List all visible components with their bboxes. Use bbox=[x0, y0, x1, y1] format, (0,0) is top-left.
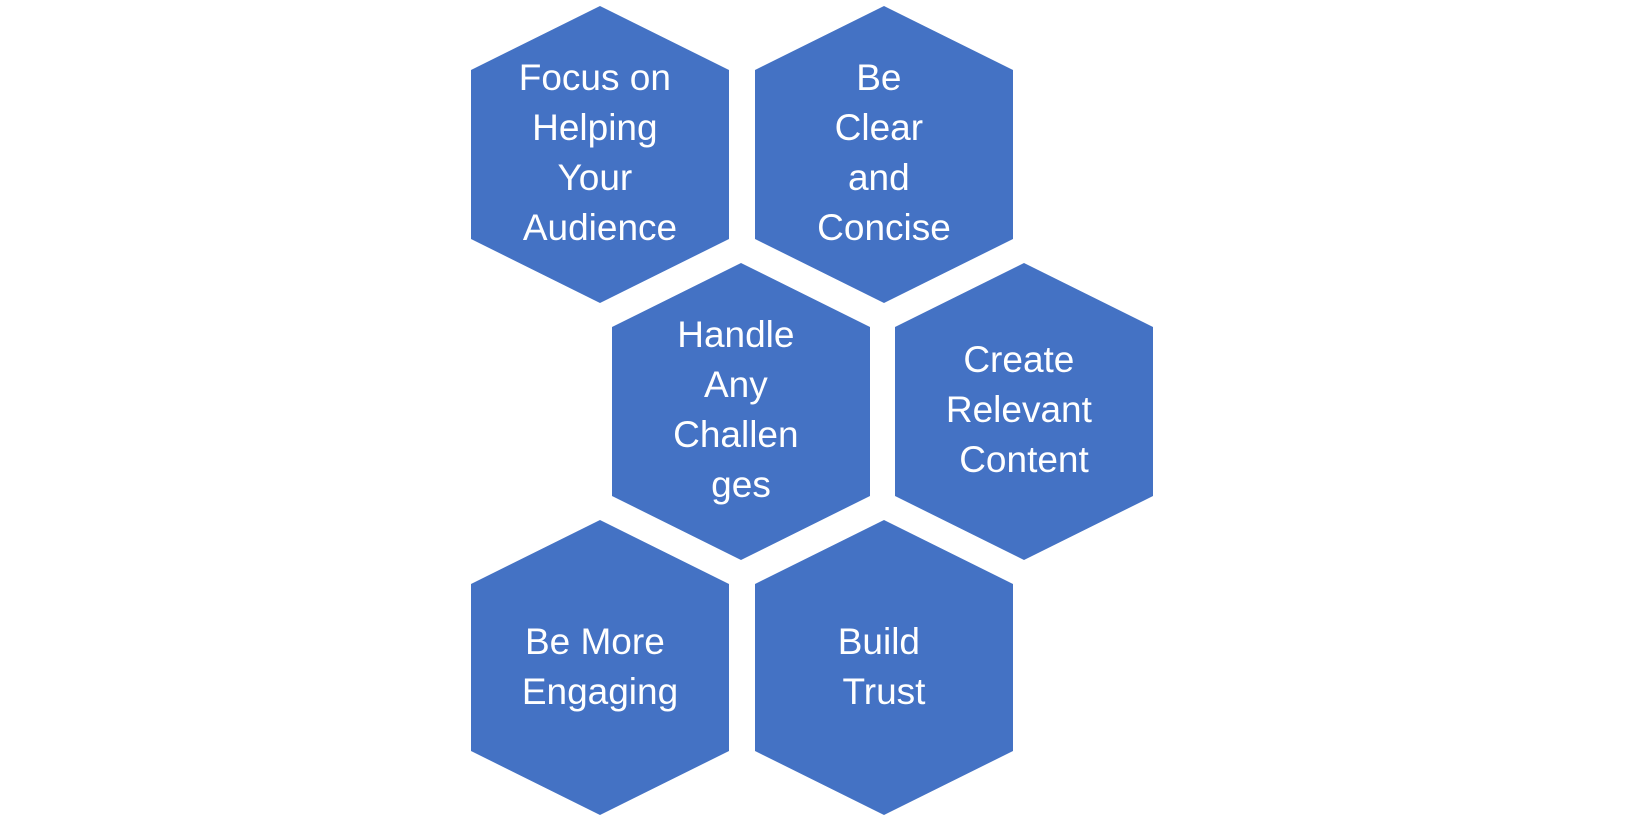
hexagon-handle-any-challenges: Handle Any Challen ges bbox=[612, 263, 870, 560]
hexagon-shape bbox=[755, 520, 1013, 815]
hexagon-build-trust: Build Trust bbox=[755, 520, 1013, 815]
hexagon-shape bbox=[471, 6, 729, 303]
hexagon-create-relevant-content: Create Relevant Content bbox=[895, 263, 1153, 560]
hexagon-shape bbox=[471, 520, 729, 815]
hexagon-be-clear-and-concise: Be Clear and Concise bbox=[755, 6, 1013, 303]
hexagon-label: Be Clear and Concise bbox=[817, 57, 951, 248]
hexagon-label: Be More Engaging bbox=[522, 621, 678, 712]
hexagon-shape bbox=[612, 263, 870, 560]
hexagon-be-more-engaging: Be More Engaging bbox=[471, 520, 729, 815]
hexagon-label: Handle Any Challen ges bbox=[673, 314, 809, 505]
hexagon-label: Create Relevant Content bbox=[946, 339, 1102, 480]
hexagon-label: Build Trust bbox=[838, 621, 931, 712]
hexagon-focus-on-helping: Focus on Helping Your Audience bbox=[471, 6, 729, 303]
hexagon-shape bbox=[895, 263, 1153, 560]
hexagon-label: Focus on Helping Your Audience bbox=[519, 57, 681, 248]
hexagon-shape bbox=[755, 6, 1013, 303]
